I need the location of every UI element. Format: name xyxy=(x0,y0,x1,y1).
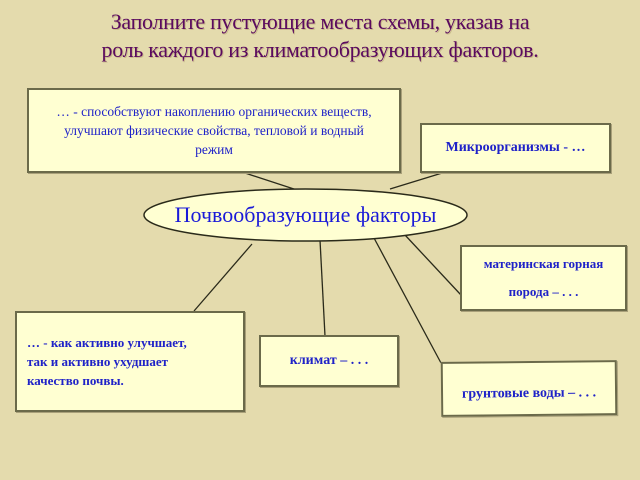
parent-rock-line-1: материнская горная xyxy=(483,256,604,271)
microorganisms-box: Микроорганизмы - … xyxy=(420,123,611,173)
parent-rock-line-2: порода – . . . xyxy=(508,284,579,299)
organisms-box: … - способствуют накоплению органических… xyxy=(27,88,401,173)
title-line-1: Заполните пустующие места схемы, указав … xyxy=(110,9,530,34)
groundwater-box: грунтовые воды – . . . xyxy=(440,360,618,417)
center-label: Почвообразующие факторы xyxy=(174,202,437,227)
center-node: Почвообразующие факторы xyxy=(144,189,467,241)
human-box: … - как активно улучшает, так и активно … xyxy=(15,311,245,412)
center-ellipse xyxy=(143,188,468,242)
groundwater-label: грунтовые воды – . . . xyxy=(461,384,597,402)
parent-rock-box: материнская горная порода – . . . xyxy=(460,245,627,311)
climate-label: климат – . . . xyxy=(289,353,369,368)
microorganisms-label: Микроорганизмы - … xyxy=(445,140,586,155)
human-line-1: … - как активно улучшает, xyxy=(27,335,187,350)
climate-box: климат – . . . xyxy=(259,335,399,387)
human-line-3: качество почвы. xyxy=(27,373,124,388)
organisms-line-2: улучшают физические свойства, тепловой и… xyxy=(64,123,364,138)
organisms-line-3: режим xyxy=(195,142,233,157)
page-title: Заполните пустующие места схемы, указав … xyxy=(0,8,640,64)
title-line-2: роль каждого из климатообразующих фактор… xyxy=(101,37,539,62)
human-line-2: так и активно ухудшает xyxy=(27,354,169,369)
organisms-line-1: … - способствуют накоплению органических… xyxy=(56,104,372,119)
